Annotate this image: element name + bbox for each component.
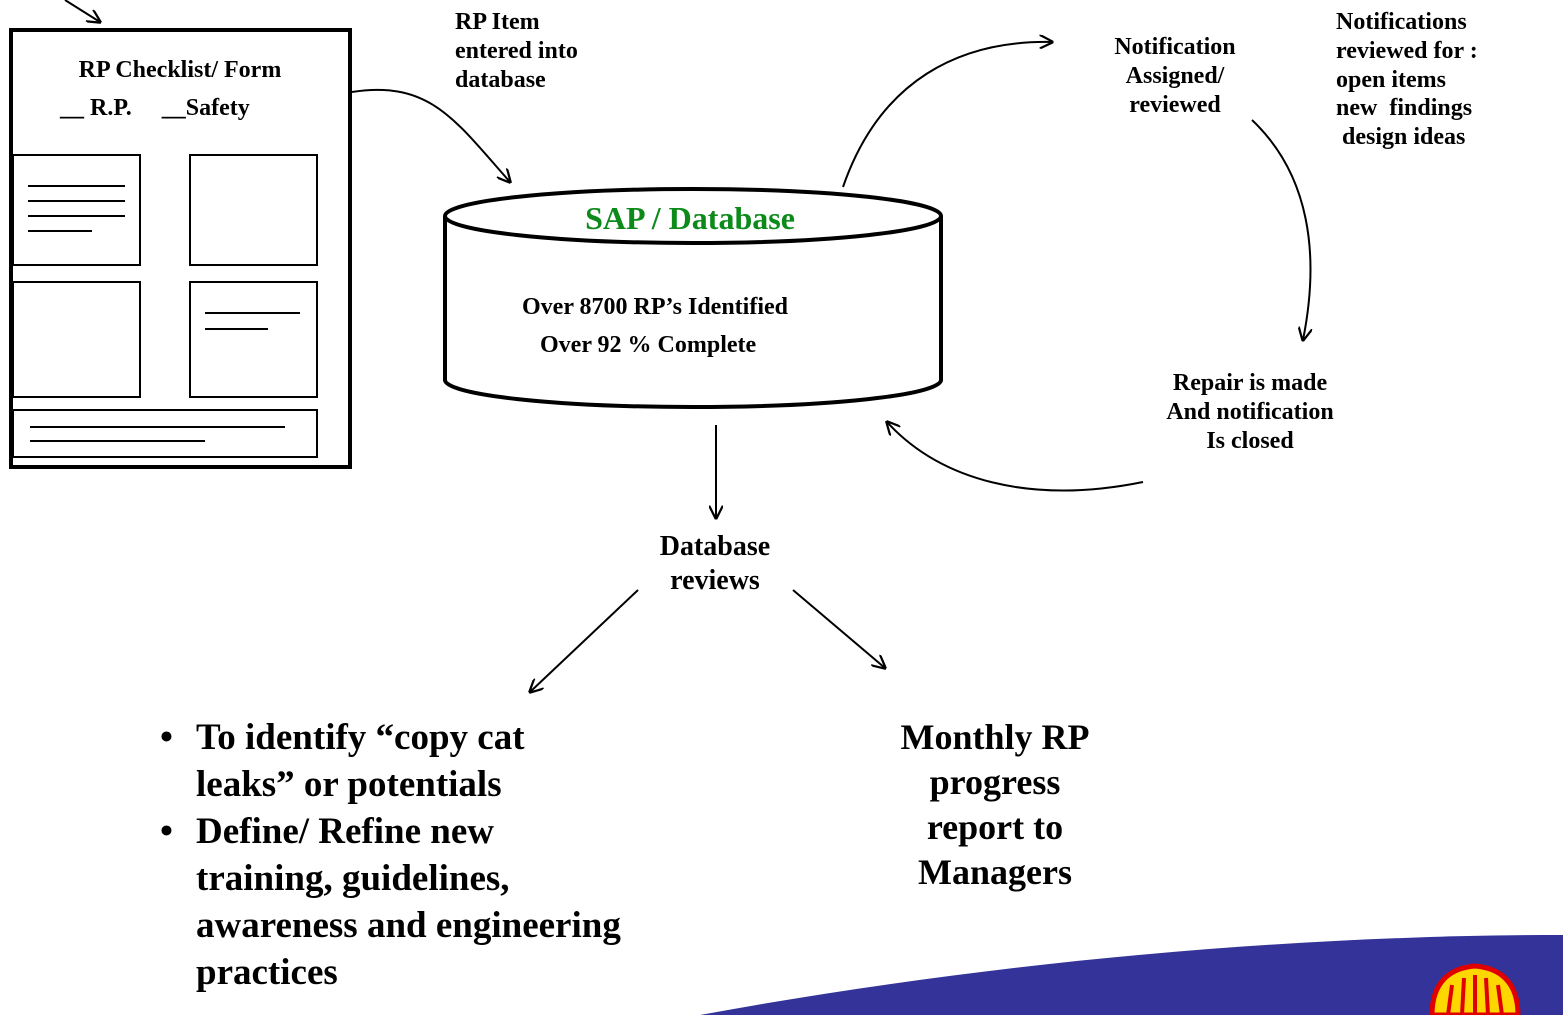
shell-logo-icon — [1429, 963, 1521, 1015]
review-outcomes-list: To identify “copy cat leaks” or potentia… — [160, 715, 630, 997]
arrow-reviews-to-monthly — [792, 589, 885, 668]
arrow-repair-to-database — [887, 422, 1144, 492]
list-item: Define/ Refine new training, guidelines,… — [160, 809, 630, 997]
monthly-report-label: Monthly RP progress report to Managers — [900, 717, 1090, 892]
database-stat-identified: Over 8700 RP’s Identified — [522, 294, 788, 320]
database-stat-complete: Over 92 % Complete — [540, 332, 757, 358]
arrow-into-form — [64, 0, 100, 22]
list-item: To identify “copy cat leaks” or potentia… — [160, 715, 630, 809]
rp-item-label: RP Item entered into database — [455, 9, 578, 93]
repair-label: Repair is made And notification Is close… — [1166, 370, 1334, 454]
database-title: SAP / Database — [585, 200, 795, 236]
arrow-notification-to-repair — [1251, 119, 1310, 340]
form-title: RP Checklist/ Form — [78, 57, 282, 83]
database-cylinder — [443, 187, 943, 409]
arrow-reviews-to-bullets — [530, 589, 639, 692]
notification-assigned-label: Notification Assigned/ reviewed — [1114, 34, 1236, 118]
banner-swoosh — [700, 935, 1563, 1015]
notifications-reviewed-label: Notifications reviewed for : open items … — [1336, 9, 1478, 151]
arrow-database-to-notification — [842, 42, 1052, 188]
checklist-form-document — [9, 28, 352, 469]
arrow-form-to-database — [351, 88, 510, 182]
database-reviews-label: Database reviews — [659, 531, 771, 596]
form-options: __ R.P. __Safety — [60, 95, 250, 121]
